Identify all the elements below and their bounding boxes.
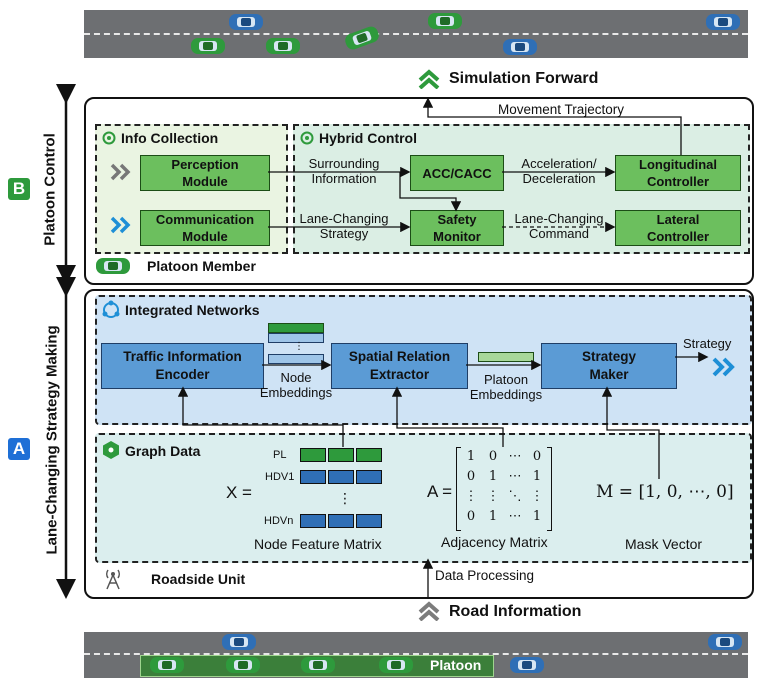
double-chevron-icon bbox=[712, 357, 738, 377]
communication-module-box: Communication Module bbox=[140, 210, 270, 246]
x-equation-label: X = bbox=[226, 483, 252, 502]
acc-cacc-label: ACC/CACC bbox=[422, 165, 492, 181]
adjacency-cell: ⋮ bbox=[486, 489, 500, 504]
row-label-hdv1: HDV1 bbox=[265, 471, 295, 483]
perception-module-label: Perception Module bbox=[171, 157, 239, 189]
vehicle-icon bbox=[301, 657, 335, 673]
vehicle-icon bbox=[191, 38, 225, 54]
roadside-unit-label: Roadside Unit bbox=[151, 571, 246, 587]
graph-icon bbox=[101, 440, 121, 460]
row-label-hdvn: HDVn bbox=[264, 515, 294, 527]
up-chevron-icon bbox=[417, 601, 441, 622]
movement-trajectory-label: Movement Trajectory bbox=[498, 102, 625, 117]
network-icon bbox=[101, 300, 121, 320]
integrated-networks-title: Integrated Networks bbox=[125, 302, 260, 318]
adjacency-matrix-label: Adjacency Matrix bbox=[441, 534, 548, 550]
adjacency-cell: 0 bbox=[466, 469, 476, 484]
strategy-making-panel bbox=[84, 289, 754, 599]
info-collection-title: Info Collection bbox=[121, 130, 219, 146]
node-feature-matrix-label: Node Feature Matrix bbox=[254, 536, 382, 552]
platoon-embeddings-vector bbox=[478, 352, 534, 362]
mask-vector-equation: M = [1, 0, ⋯, 0] bbox=[596, 482, 734, 502]
lateral-controller-box: Lateral Controller bbox=[615, 210, 741, 246]
adjacency-cell: 0 bbox=[466, 509, 476, 524]
row-label-pl: PL bbox=[273, 449, 287, 461]
vehicle-icon bbox=[266, 38, 300, 54]
acceleration-deceleration-label: Acceleration/Deceleration bbox=[521, 156, 597, 186]
adjacency-cell: 0 bbox=[488, 449, 498, 464]
adjacency-cell: 1 bbox=[466, 449, 476, 464]
vehicle-icon bbox=[226, 657, 260, 673]
gear-icon bbox=[299, 130, 315, 146]
node-embeddings-stack: ⋮ bbox=[268, 323, 324, 368]
vehicle-icon bbox=[222, 634, 256, 650]
antenna-icon bbox=[100, 566, 126, 590]
adjacency-cell: 1 bbox=[488, 469, 498, 484]
platoon-label: Platoon bbox=[430, 657, 482, 673]
a-equation-label: A = bbox=[427, 482, 453, 501]
vehicle-icon bbox=[229, 14, 263, 30]
mask-vector-label: Mask Vector bbox=[625, 536, 703, 552]
section-b-badge: B bbox=[8, 178, 30, 200]
vehicle-icon bbox=[150, 657, 184, 673]
adjacency-cell: ⋯ bbox=[508, 449, 522, 464]
vehicle-icon bbox=[503, 39, 537, 55]
longitudinal-controller-label: Longitudinal Controller bbox=[639, 157, 717, 189]
vehicle-icon bbox=[706, 14, 740, 30]
graph-data-title: Graph Data bbox=[125, 443, 201, 459]
longitudinal-controller-box: Longitudinal Controller bbox=[615, 155, 741, 191]
double-chevron-icon bbox=[110, 163, 132, 181]
strategy-output-label: Strategy bbox=[683, 336, 732, 351]
simulation-forward-label: Simulation Forward bbox=[449, 70, 599, 87]
vehicle-icon bbox=[379, 657, 413, 673]
adjacency-cell: 1 bbox=[532, 509, 542, 524]
hybrid-control-title: Hybrid Control bbox=[319, 130, 417, 146]
vehicle-icon bbox=[510, 657, 544, 673]
adjacency-cell: 0 bbox=[532, 449, 542, 464]
safety-monitor-label: Safety Monitor bbox=[433, 212, 481, 244]
double-chevron-icon bbox=[110, 216, 132, 234]
adjacency-cell: 1 bbox=[488, 509, 498, 524]
vehicle-icon bbox=[428, 13, 462, 29]
safety-monitor-box: Safety Monitor bbox=[410, 210, 504, 246]
adjacency-cell: ⋱ bbox=[508, 489, 522, 504]
adjacency-cell: ⋯ bbox=[508, 469, 522, 484]
gear-icon bbox=[101, 130, 117, 146]
adjacency-cell: ⋯ bbox=[508, 509, 522, 524]
platoon-control-panel bbox=[84, 97, 754, 285]
data-processing-label: Data Processing bbox=[435, 568, 535, 583]
platoon-member-label: Platoon Member bbox=[147, 258, 256, 274]
up-chevron-icon bbox=[417, 69, 441, 90]
vehicle-icon bbox=[708, 634, 742, 650]
lateral-controller-label: Lateral Controller bbox=[646, 212, 710, 244]
acc-cacc-box: ACC/CACC bbox=[410, 155, 504, 191]
adjacency-cell: 1 bbox=[532, 469, 542, 484]
platoon-member-vehicle-icon bbox=[96, 258, 130, 274]
perception-module-box: Perception Module bbox=[140, 155, 270, 191]
adjacency-cell: ⋮ bbox=[464, 489, 478, 504]
section-a-badge: A bbox=[8, 438, 30, 460]
adjacency-cell: ⋮ bbox=[530, 489, 544, 504]
road-information-label: Road Information bbox=[449, 603, 582, 620]
node-feature-matrix: ⋮ bbox=[300, 448, 390, 532]
communication-module-label: Communication Module bbox=[155, 212, 255, 244]
